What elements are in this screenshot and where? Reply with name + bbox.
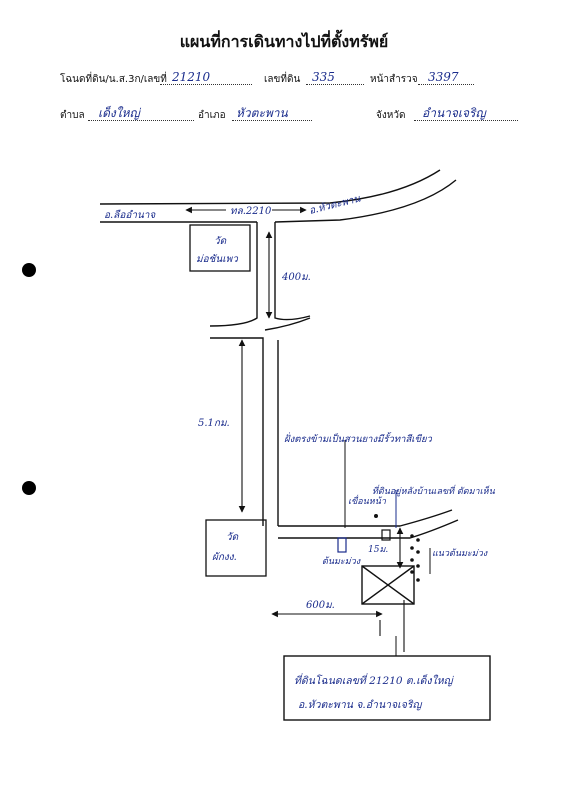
property-parcel	[361, 565, 415, 605]
temple-bottom-box	[205, 519, 267, 577]
province-underline	[414, 120, 518, 121]
side-road-left-edge	[209, 222, 258, 327]
mango-tree-label: ต้นมะม่วง	[322, 556, 361, 567]
deed-label: โฉนดที่ดิน/น.ส.3ก/เลขที่	[60, 74, 167, 85]
district-value: หัวตะพาน	[236, 106, 288, 120]
temple-bottom-line2: ผักงง.	[212, 552, 237, 563]
district-underline	[232, 120, 312, 121]
main-road-lower-edge	[100, 179, 457, 223]
note-opposite-side: ฝั่งตรงข้ามเป็นสวนยางมีรั้วทาสีเขียว	[284, 431, 433, 445]
deed-underline	[160, 84, 252, 85]
survey-label: หน้าสำรวจ	[370, 74, 418, 85]
mango-tree-marker	[337, 537, 347, 553]
road-right-label: อ.หัวตะพาน	[308, 193, 363, 217]
land-no-value: 335	[312, 70, 335, 84]
survey-underline	[418, 84, 474, 85]
distance-5km: 5.1กม.	[198, 418, 230, 429]
temple-top-line1: วัด	[214, 236, 227, 247]
property-callout-box	[283, 655, 491, 721]
callout-line2: อ.หัวตะพาน จ.อำนาจเจริญ	[298, 699, 423, 711]
binder-hole-bottom	[22, 481, 36, 495]
side-road2-left-edge	[210, 337, 264, 526]
junction-upper-edge	[264, 317, 311, 331]
callout-line1: ที่ดินโฉนดเลขที่ 21210 ต.เด็งใหญ่	[294, 673, 455, 687]
land-no-underline	[306, 84, 364, 85]
temple-bottom-line1: วัด	[226, 532, 239, 543]
distance-15m: 15ม.	[368, 545, 388, 555]
binder-hole-top	[22, 263, 36, 277]
land-no-label: เลขที่ดิน	[264, 74, 301, 85]
note-entrance: ที่ดินอยู่หลังบ้านเลขที่ ตัดมาเห็น	[372, 484, 496, 497]
mango-tree-row	[410, 534, 420, 582]
distance-400m: 400ม.	[281, 272, 311, 283]
side-road-right-edge	[274, 222, 311, 321]
subdistrict-label: ตำบล	[60, 110, 85, 121]
province-label: จังหวัด	[376, 110, 406, 121]
house-marker	[381, 529, 391, 541]
note-well: เขื่อนหน้า	[348, 494, 387, 507]
tree-row-label: แนวต้นมะม่วง	[432, 548, 488, 559]
bottom-road-upper-edge	[278, 509, 453, 527]
deed-value: 21210	[172, 70, 211, 84]
survey-value: 3397	[428, 70, 459, 84]
temple-top-box	[189, 224, 251, 272]
main-road-upper-edge	[99, 169, 441, 205]
distance-600m: 600ม.	[306, 600, 335, 611]
temple-top-line2: ม่อชันเพว	[196, 254, 239, 265]
district-label: อำเภอ	[198, 110, 226, 121]
bottom-road-lower-edge	[278, 519, 459, 539]
subdistrict-value: เด็งใหญ่	[98, 106, 140, 120]
province-value: อำนาจเจริญ	[422, 106, 486, 120]
road-center-label: ทล.2210	[230, 206, 272, 217]
subdistrict-underline	[88, 120, 194, 121]
page-title: แผนที่การเดินทางไปที่ตั้งทรัพย์	[179, 32, 389, 51]
road-left-label: อ.ลืออำนาจ	[104, 209, 156, 221]
